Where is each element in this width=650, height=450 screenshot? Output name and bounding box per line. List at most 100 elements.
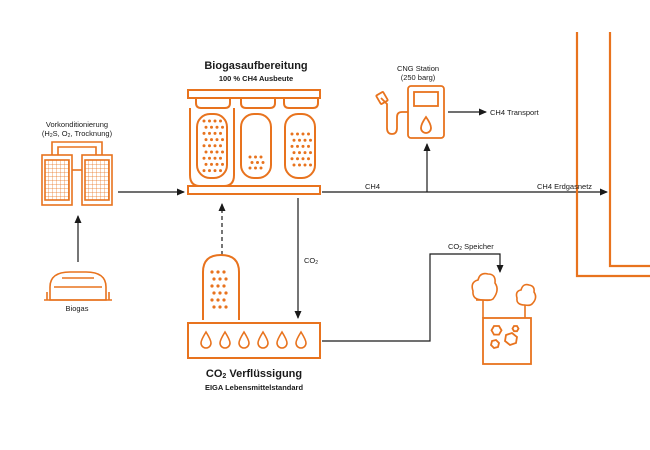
co2-storage-tank-icon [202, 253, 240, 320]
preconditioning-label: Vorkonditionierung (H2S, O2, Trocknung) [41, 120, 113, 139]
packing-dot [298, 138, 301, 142]
packing-dot [216, 270, 220, 274]
packing-dot [208, 156, 211, 160]
packing-dot [215, 138, 219, 142]
packing-dot [216, 298, 220, 302]
packing-dot [296, 144, 299, 148]
packing-dot [208, 144, 211, 148]
preconditioning-label-line1: Vorkonditionierung [45, 120, 109, 129]
packing-dot [248, 155, 252, 159]
packing-dot [202, 131, 206, 135]
packing-dot [213, 169, 217, 173]
packing-dot [222, 284, 226, 288]
biogas-label: Biogas [65, 304, 89, 313]
packing-dot [221, 138, 224, 142]
liquid-drop-icon [238, 330, 250, 349]
packing-dot [256, 161, 259, 164]
packing-dot [303, 151, 307, 155]
flow-co2-to-storage [322, 253, 504, 342]
upgrading-packing-dots [202, 119, 312, 173]
packing-dot [218, 305, 222, 309]
packing-dot [210, 150, 213, 154]
packing-dot [222, 298, 226, 302]
co2-storage-label: CO2 Speicher [448, 242, 494, 252]
gas-upgrading-columns-icon [187, 89, 321, 195]
packing-dot [224, 291, 228, 295]
cng-label-line1: CNG Station [396, 64, 440, 73]
packing-dot [208, 119, 211, 123]
packing-dot [204, 150, 208, 154]
packing-dot [213, 131, 217, 135]
packing-dot [259, 166, 263, 170]
packing-dot [210, 270, 214, 274]
co2-flow-label: CO2 [304, 256, 319, 266]
packing-dot [309, 138, 312, 142]
packing-dot [221, 150, 224, 154]
liquid-drop-icon [276, 330, 288, 349]
upgrading-title: Biogasaufbereitung [204, 60, 308, 72]
biogas-digester-icon [44, 271, 112, 301]
packing-dot [296, 132, 299, 136]
preconditioning-units-icon [41, 141, 113, 206]
packing-dot [290, 132, 294, 136]
co2-liquefaction-unit-icon [187, 322, 321, 359]
liquefaction-drops [200, 330, 307, 349]
packing-dot [303, 138, 307, 142]
packing-dot [261, 161, 265, 164]
packing-dot [307, 132, 310, 136]
packing-dot [259, 155, 263, 159]
packing-dot [210, 125, 213, 129]
packing-dot [301, 157, 305, 161]
packing-dot [213, 156, 217, 160]
packing-dot [213, 144, 217, 148]
packing-dot [216, 284, 220, 288]
packing-dot [208, 131, 211, 135]
packing-dot [221, 125, 224, 129]
packing-dot [212, 291, 216, 295]
packing-dot [210, 138, 213, 142]
cng-label: CNG Station (250 barg) [397, 64, 439, 82]
packing-dot [224, 277, 228, 281]
packing-dot [202, 119, 206, 123]
flow-lines [74, 108, 608, 342]
packing-dot [254, 166, 257, 170]
packing-dot [309, 163, 312, 167]
packing-dot [210, 284, 214, 288]
cng-station-icon [375, 85, 445, 139]
packing-dot [248, 166, 252, 170]
packing-dot [292, 151, 296, 155]
trees-icon [471, 272, 537, 318]
packing-dot [202, 169, 206, 173]
packing-dot [292, 163, 296, 167]
packing-dot [218, 277, 222, 281]
packing-dot [301, 144, 305, 148]
packing-dot [254, 155, 257, 159]
liquefaction-title: CO2 Verflüssigung [205, 368, 303, 380]
packing-dot [210, 162, 213, 166]
ch4-transport-label: CH4 Transport [490, 108, 539, 117]
packing-dot [208, 169, 211, 173]
packing-dot [301, 132, 305, 136]
packing-dot [222, 270, 226, 274]
packing-dot [298, 151, 301, 155]
tank-dots [210, 270, 228, 309]
packing-dot [309, 151, 312, 155]
preconditioning-label-line2: (H2S, O2, Trocknung) [41, 129, 113, 139]
packing-dot [298, 163, 301, 167]
liquid-drop-icon [219, 330, 231, 349]
pipeline-icon [575, 32, 650, 278]
packing-dot [290, 144, 294, 148]
packing-dot [204, 125, 208, 129]
ch4-grid-label: CH4 Erdgasnetz [537, 182, 593, 191]
packing-dot [215, 125, 219, 129]
packing-dot [219, 144, 222, 148]
liquefaction-subtitle: EIGA Lebensmittelstandard [204, 383, 304, 392]
packing-dot [250, 161, 254, 164]
upgrading-subtitle: 100 % CH4 Ausbeute [218, 74, 294, 83]
packing-dot [218, 291, 222, 295]
packing-dot [210, 298, 214, 302]
packing-dot [212, 305, 216, 309]
packing-dot [219, 169, 222, 173]
